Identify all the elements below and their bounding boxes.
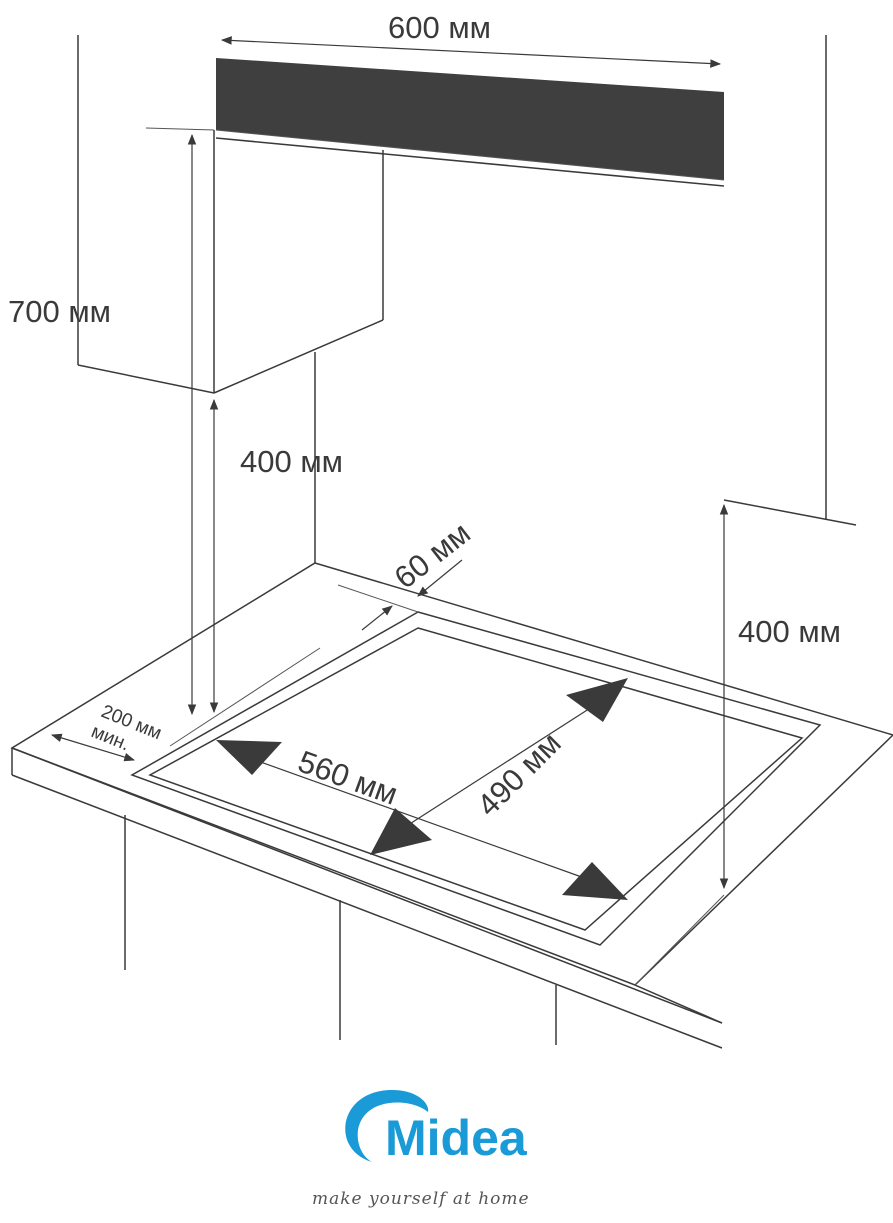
midea-logo: Midea make yourself at home [312,1090,530,1209]
midea-swoosh-icon [345,1090,429,1162]
label-height-700: 700 мм [8,294,111,329]
dim-line-200 [50,733,136,762]
wall-structure [77,35,857,563]
dim-line-60 [417,559,463,597]
label-height-400-right: 400 мм [738,614,841,649]
dim-line-60-b [361,605,393,631]
brand-name: Midea [385,1110,528,1166]
label-height-400-left: 400 мм [240,444,343,479]
label-cutout-560: 560 мм [294,744,403,812]
brand-tagline: make yourself at home [312,1189,530,1209]
label-back-gap-60: 60 мм [388,515,477,595]
dim-line-600 [220,36,722,68]
range-hood [216,58,724,180]
hob-cutout [130,611,822,946]
label-width-600: 600 мм [388,10,491,45]
dim-arrows-490 [370,678,628,855]
upper-cabinet [213,130,384,394]
guide-lines [145,127,725,986]
label-cutout-490: 490 мм [470,725,568,823]
dim-arrows-560 [216,740,628,900]
